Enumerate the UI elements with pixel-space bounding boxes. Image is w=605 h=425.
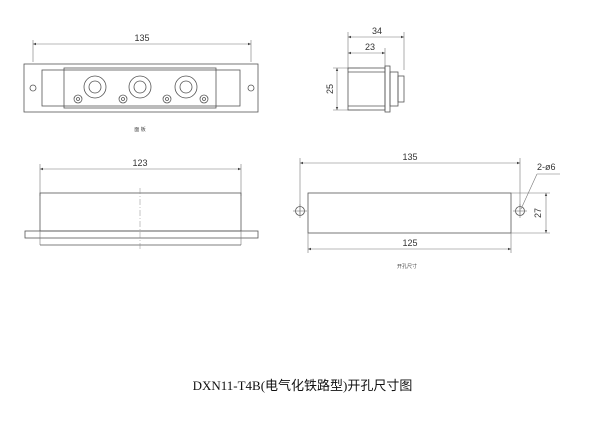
mounting-hole [29, 84, 37, 92]
side-flange [384, 65, 391, 113]
terminal-block [63, 67, 217, 109]
side-view: 34 23 25 [325, 26, 405, 113]
panel-flange [23, 63, 259, 113]
dimension-side-body: 23 [365, 42, 375, 52]
cutout-hole [513, 204, 527, 218]
cutout-hole [293, 204, 307, 218]
top-view: 123 [24, 158, 259, 250]
side-terminal-tip [397, 75, 405, 103]
front-view-note: 面 板 [134, 126, 146, 133]
side-terminal [389, 71, 399, 107]
mounting-hole [247, 84, 255, 92]
cutout-note: 开孔尺寸 [397, 263, 417, 270]
terminal-large [174, 75, 198, 99]
leader-line [520, 173, 538, 210]
dimension-side-total: 34 [372, 26, 382, 36]
cutout-view: 135 2-ø6 27 125 开孔尺寸 [293, 152, 560, 270]
figure-caption: DXN11-T4B(电气化铁路型)开孔尺寸图 [192, 378, 413, 393]
dimension-cutout-outer: 135 [402, 152, 417, 162]
side-body [347, 67, 386, 111]
dimension-top-width: 123 [132, 158, 147, 168]
dimension-cutout-inner: 125 [402, 238, 417, 248]
panel-body [41, 69, 241, 107]
cutout-rect [307, 192, 512, 234]
dimension-front-width: 135 [134, 33, 149, 43]
terminal-large [83, 75, 107, 99]
front-view: 135 [23, 33, 259, 133]
top-body [39, 192, 242, 232]
terminal-small [73, 94, 83, 104]
dimension-hole-count: 2-ø6 [537, 162, 556, 172]
terminal-large [128, 75, 152, 99]
terminal-small [162, 94, 172, 104]
dimension-side-height: 25 [325, 84, 335, 94]
top-flange [24, 230, 259, 239]
terminal-small [199, 94, 209, 104]
terminal-small [118, 94, 128, 104]
dimension-cutout-height: 27 [533, 208, 543, 218]
